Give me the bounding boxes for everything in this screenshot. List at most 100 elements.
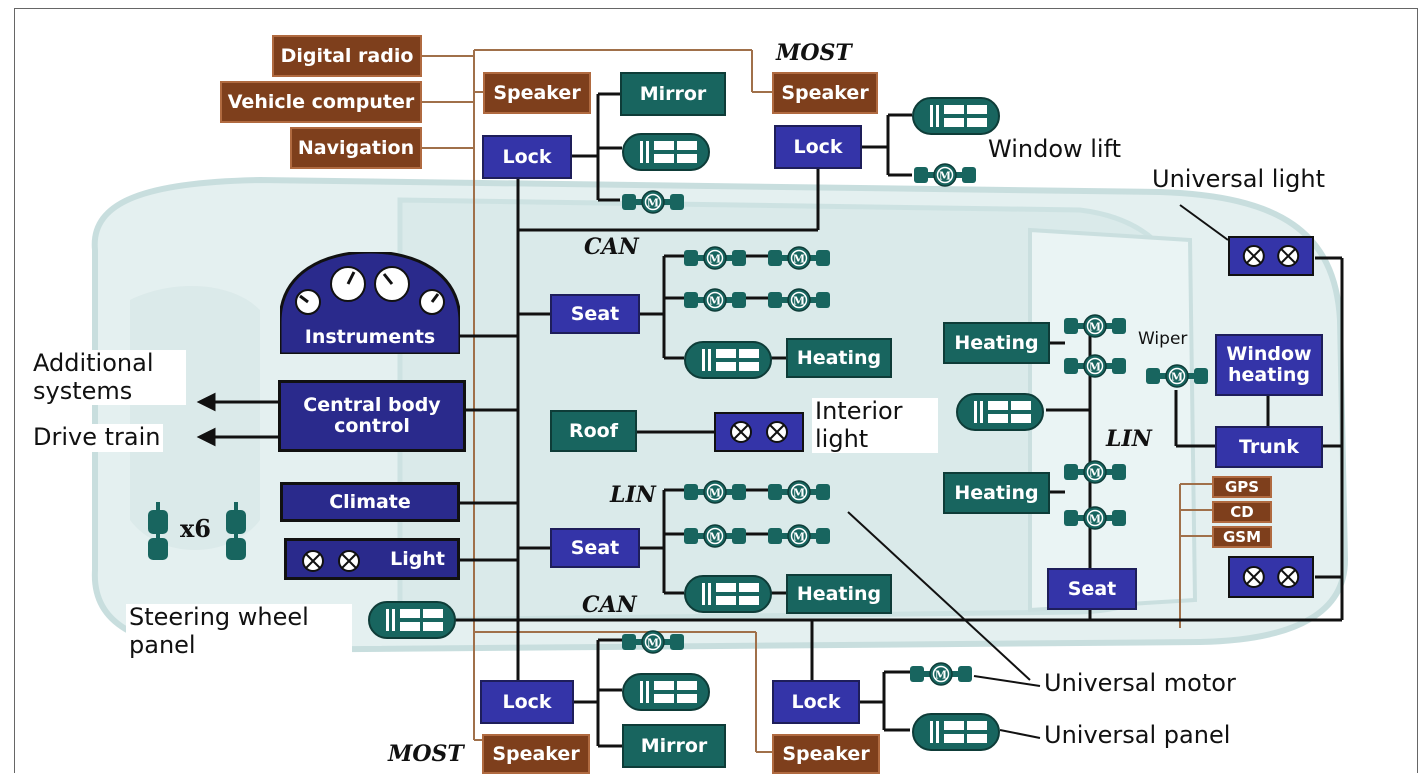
interior-light-label: Interior light — [812, 397, 938, 454]
light-label: Light — [390, 547, 445, 570]
light-icon — [1228, 236, 1314, 280]
diagram-frame — [14, 8, 1418, 773]
motor-icon: M — [768, 524, 830, 552]
lock-box: Lock — [772, 680, 860, 724]
roof-box: Roof — [550, 410, 637, 452]
universal-light-label: Universal light — [1152, 165, 1325, 193]
motor-icon: M — [910, 662, 972, 690]
universal-panel-icon — [684, 340, 772, 384]
motor-icon: M — [768, 288, 830, 316]
instruments-unit: Instruments — [280, 252, 460, 354]
most-bus-lines — [422, 49, 1212, 753]
output-arrows — [196, 392, 278, 447]
svg-text:M: M — [935, 669, 947, 682]
svg-text:M: M — [709, 295, 721, 308]
universal-panel-icon — [912, 712, 1000, 756]
x6-motor-group — [148, 502, 246, 560]
universal-panel-icon — [684, 574, 772, 618]
seat-box: Seat — [550, 528, 640, 568]
most-bus-label: MOST — [388, 741, 464, 767]
vehicle-computer-box: Vehicle computer — [220, 81, 422, 123]
additional-systems-label: Additional systems — [30, 349, 186, 406]
svg-text:M: M — [1089, 467, 1101, 480]
svg-text:M: M — [793, 253, 805, 266]
cd-box: CD — [1212, 501, 1272, 523]
universal-panel-icon — [622, 132, 710, 176]
steering-wheel-panel-label: Steering wheel panel — [126, 603, 352, 660]
seat-box: Seat — [1047, 568, 1137, 610]
speaker-box: Speaker — [482, 734, 590, 774]
light-icon — [1228, 556, 1314, 602]
climate-box: Climate — [280, 482, 460, 522]
svg-text:M: M — [1089, 361, 1101, 374]
mirror-box: Mirror — [620, 72, 726, 116]
lin-bus-label: LIN — [610, 482, 656, 508]
window-heating-box: Window heating — [1215, 334, 1323, 396]
lock-box: Lock — [482, 135, 572, 179]
light-box: Light — [284, 538, 460, 580]
mirror-box: Mirror — [622, 724, 726, 768]
can-bus-label: CAN — [582, 592, 637, 618]
motor-icon: M — [684, 246, 746, 274]
svg-text:M: M — [793, 295, 805, 308]
central-body-control-box: Central body control — [278, 380, 466, 452]
heating-box: Heating — [786, 574, 892, 614]
motor-icon: M — [1146, 364, 1208, 392]
svg-text:M: M — [709, 253, 721, 266]
svg-text:M: M — [1089, 513, 1101, 526]
universal-panel-icon — [912, 96, 1000, 140]
speaker-box: Speaker — [772, 734, 880, 774]
motor-icon: M — [914, 163, 976, 191]
svg-text:M: M — [647, 637, 659, 650]
motor-icon: M — [622, 630, 684, 658]
svg-text:M: M — [709, 531, 721, 544]
instruments-label: Instruments — [304, 325, 436, 348]
speaker-box: Speaker — [483, 72, 591, 114]
lin-bus-label: LIN — [1106, 426, 1152, 452]
motor-icon: M — [1064, 354, 1126, 382]
light-icon — [714, 412, 804, 456]
svg-text:M: M — [1171, 371, 1183, 384]
svg-text:M: M — [1089, 321, 1101, 334]
wiper-label: Wiper — [1138, 329, 1188, 349]
gps-box: GPS — [1212, 476, 1272, 498]
universal-motor-label: Universal motor — [1044, 669, 1236, 697]
universal-panel-icon — [368, 600, 456, 644]
motor-icon: M — [1064, 506, 1126, 534]
lock-box: Lock — [774, 125, 862, 169]
lock-box: Lock — [480, 680, 574, 724]
universal-panel-label: Universal panel — [1044, 721, 1231, 749]
universal-panel-icon — [956, 392, 1044, 436]
motor-icon: M — [684, 480, 746, 508]
universal-panel-icon — [622, 672, 710, 716]
motor-icon: M — [768, 246, 830, 274]
svg-text:M: M — [647, 197, 659, 210]
speaker-box: Speaker — [772, 72, 878, 114]
trunk-box: Trunk — [1215, 426, 1323, 468]
heating-box: Heating — [943, 472, 1050, 514]
motor-icon: M — [622, 190, 684, 218]
heating-box: Heating — [943, 322, 1050, 364]
svg-text:M: M — [939, 170, 951, 183]
motor-icon: M — [684, 288, 746, 316]
svg-text:M: M — [793, 531, 805, 544]
motor-icon: M — [684, 524, 746, 552]
motor-icon: M — [768, 480, 830, 508]
digital-radio-box: Digital radio — [272, 35, 422, 77]
x6-label: x6 — [180, 514, 212, 543]
drive-train-label: Drive train — [30, 423, 164, 452]
seat-box: Seat — [550, 294, 640, 334]
pointer-lines — [847, 204, 1229, 739]
gsm-box: GSM — [1212, 526, 1272, 548]
motor-icon: M — [1064, 460, 1126, 488]
most-bus-label: MOST — [776, 40, 852, 66]
window-lift-label: Window lift — [988, 135, 1122, 163]
navigation-box: Navigation — [290, 127, 422, 169]
svg-text:M: M — [709, 487, 721, 500]
svg-text:M: M — [793, 487, 805, 500]
heating-box: Heating — [786, 338, 892, 378]
can-bus-label: CAN — [584, 234, 639, 260]
motor-icon: M — [1064, 314, 1126, 342]
light-bulbs-icon — [301, 549, 371, 578]
